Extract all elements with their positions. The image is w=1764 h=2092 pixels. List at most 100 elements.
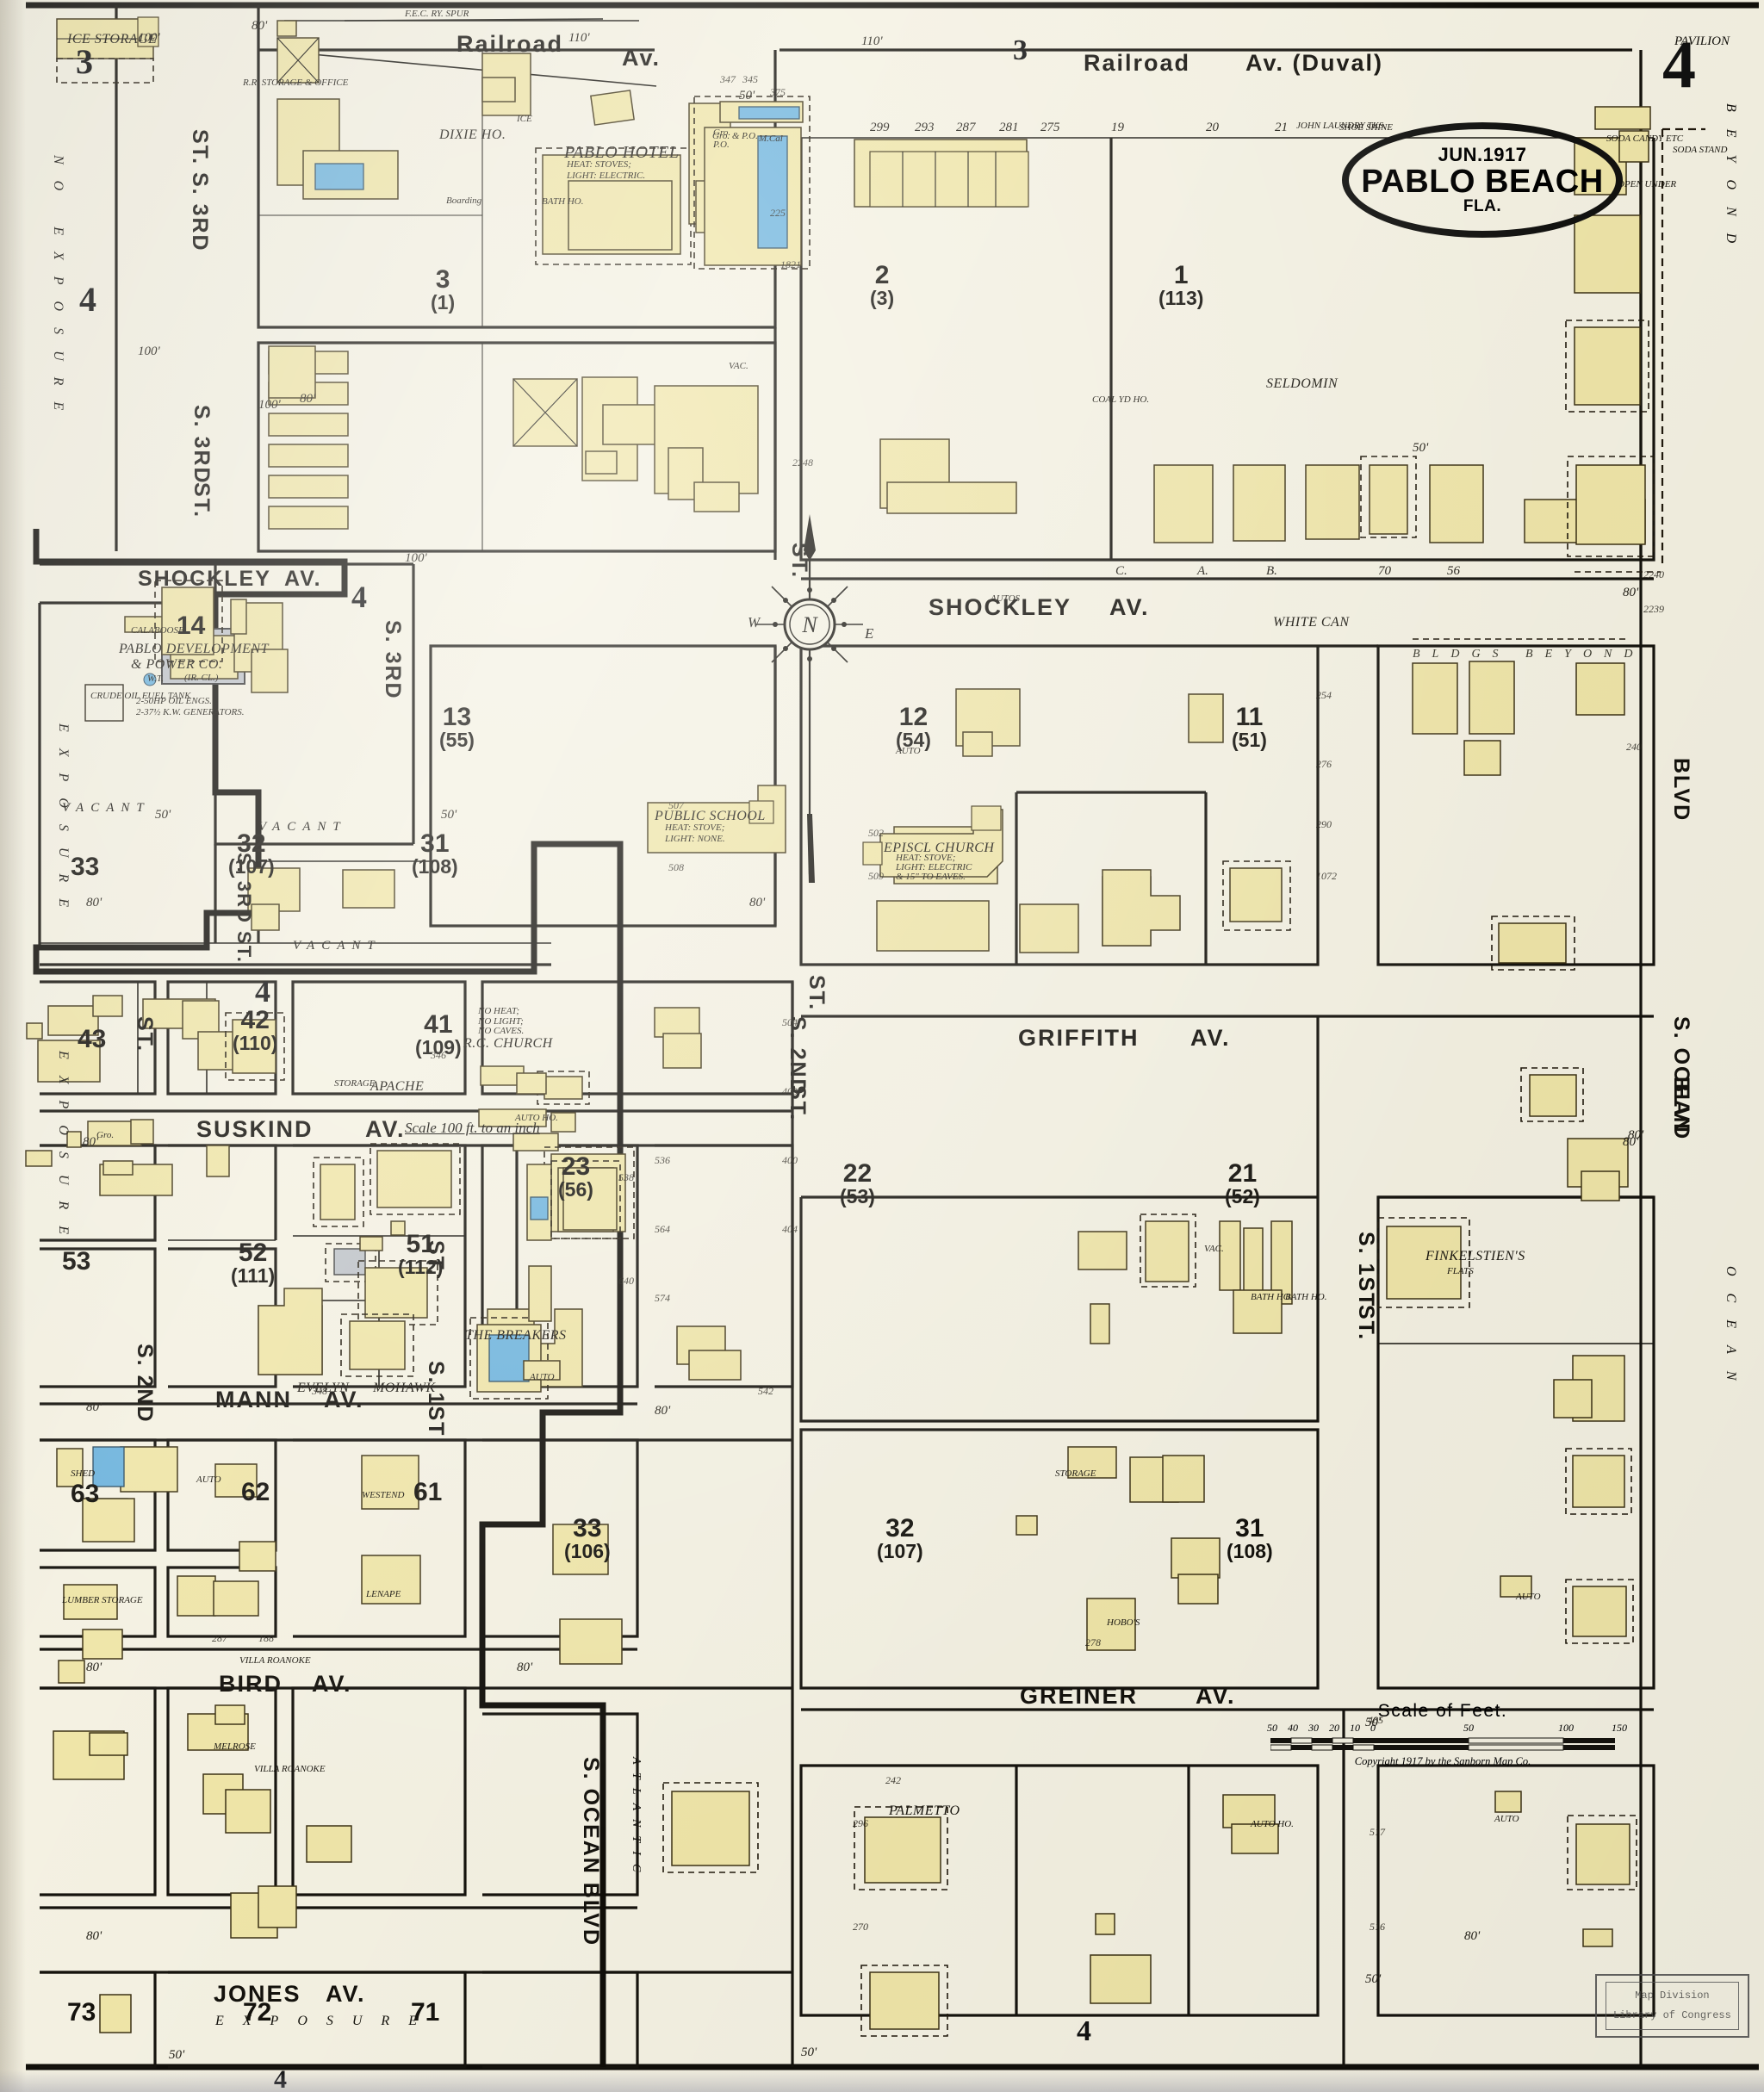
lot-dimension: 536 bbox=[655, 1154, 670, 1166]
block-number-alt: (109) bbox=[415, 1036, 462, 1058]
lot-dimension: 242 bbox=[885, 1774, 901, 1786]
street-bird-suffix: AV. bbox=[312, 1671, 352, 1697]
lot-number: 21 bbox=[1275, 121, 1288, 134]
building-label: EPISCL CHURCH bbox=[884, 841, 995, 855]
lot-dimension: 254 bbox=[1316, 689, 1332, 701]
building-label: R.R. STORAGE & OFFICE bbox=[243, 78, 349, 88]
block-number: 23(56) bbox=[558, 1154, 593, 1200]
block-number: 61 bbox=[413, 1480, 442, 1505]
building-label: ICE bbox=[517, 114, 532, 124]
block-number-alt: (107) bbox=[877, 1540, 923, 1562]
block-number-primary: 14 bbox=[177, 611, 206, 640]
sheet-number-main: 4 bbox=[1662, 27, 1696, 102]
building-label: CALABOOSE bbox=[131, 625, 184, 636]
sheet-number-tl-lower: 4 bbox=[79, 280, 96, 319]
block-number: 43 bbox=[78, 1027, 106, 1052]
label-vacant-b: VACANT bbox=[293, 939, 382, 953]
building-label: Gro. & P.O. bbox=[712, 131, 758, 141]
street-railroad-av: Railroad bbox=[457, 31, 564, 57]
street-shockley-left-suffix: AV. bbox=[284, 567, 322, 591]
lot-number: 281 bbox=[999, 121, 1019, 134]
block-number: 71 bbox=[411, 2000, 439, 2026]
dimension-label: 80' bbox=[252, 19, 268, 33]
block-number-alt: (112) bbox=[398, 1256, 444, 1278]
title-state: FLA. bbox=[1463, 197, 1502, 216]
label-exposure-bottom: EXPOSURE bbox=[215, 2014, 436, 2028]
dimension-label: 100' bbox=[405, 551, 427, 565]
lot-dimension: 400 bbox=[782, 1154, 798, 1166]
street-suskind: SUSKIND bbox=[196, 1116, 314, 1142]
block-number-alt: (106) bbox=[564, 1540, 611, 1562]
street-mann-suffix: AV. bbox=[324, 1387, 364, 1412]
block-number: 21(52) bbox=[1225, 1161, 1260, 1207]
building-label: JOHN LAUNDRY TKS. bbox=[1296, 121, 1387, 131]
dimension-label: 80' bbox=[86, 896, 102, 909]
block-number: 11(51) bbox=[1232, 705, 1267, 750]
lot-dimension: 2239 bbox=[1643, 603, 1664, 615]
lot-dimension: 290 bbox=[1316, 818, 1332, 830]
dimension-label: 80' bbox=[749, 896, 766, 909]
dimension-label: 80' bbox=[300, 392, 316, 406]
building-label: THE BREAKERS bbox=[465, 1328, 567, 1343]
block-number: 33 bbox=[71, 854, 99, 880]
lot-dimension: 517 bbox=[1370, 1826, 1385, 1838]
lot-dimension: 270 bbox=[853, 1921, 868, 1933]
block-number: 12(54) bbox=[896, 705, 931, 750]
scale-tick: 50 bbox=[1267, 1722, 1277, 1734]
block-number-primary: 62 bbox=[241, 1478, 270, 1506]
scale-bar-graphic bbox=[1270, 1737, 1615, 1751]
scale-tick: 150 bbox=[1612, 1722, 1627, 1734]
building-label: CRUDE OIL FUEL TANK bbox=[90, 691, 191, 701]
dimension-label: 50' bbox=[169, 2048, 185, 2062]
lot-dimension: 278 bbox=[1085, 1636, 1101, 1648]
street-jones-suffix: AV. bbox=[326, 1981, 366, 2007]
building-label: COAL YD HO. bbox=[1092, 394, 1150, 405]
block-number-primary: 23 bbox=[561, 1152, 591, 1181]
lot-number: 19 bbox=[1111, 121, 1124, 134]
building-label: VILLA ROANOKE bbox=[254, 1764, 326, 1774]
block-number: 13(55) bbox=[439, 705, 475, 750]
copyright-note: Copyright 1917 by the Sanborn Map Co. bbox=[1354, 1755, 1531, 1767]
sheet-number-top-center: 3 bbox=[1013, 34, 1028, 66]
building-label: PABLO DEVELOPMENT bbox=[119, 642, 269, 656]
building-label: NO HEAT; bbox=[478, 1006, 520, 1016]
building-label: AUTO HO. bbox=[515, 1113, 558, 1123]
lot-dimension: 538 bbox=[618, 1171, 634, 1183]
sheet-number-mid-c: 4 bbox=[274, 2065, 287, 2092]
compass-east-label: E bbox=[865, 625, 874, 642]
block-number-alt: (110) bbox=[233, 1032, 278, 1054]
street-railroad-av-suffix: Av. bbox=[622, 45, 662, 71]
building-label: HEAT: STOVE; bbox=[665, 823, 725, 833]
lot-number: 293 bbox=[915, 121, 935, 134]
lot-dimension: 1072 bbox=[1316, 870, 1337, 882]
dimension-label: 80' bbox=[1623, 586, 1639, 599]
building-label: Gro. bbox=[713, 127, 731, 138]
block-number-primary: 53 bbox=[62, 1247, 91, 1276]
building-label: STORAGE bbox=[334, 1078, 376, 1089]
building-label: WESTEND bbox=[362, 1490, 405, 1500]
building-label: R.C. CHURCH bbox=[463, 1036, 553, 1051]
block-number-primary: 51 bbox=[406, 1230, 435, 1258]
building-label: HEAT: STOVES; bbox=[567, 159, 631, 170]
lot-dimension: 404 bbox=[782, 1223, 798, 1235]
scale-tick: 20 bbox=[1329, 1722, 1339, 1734]
dimension-label: 50' bbox=[1365, 1972, 1382, 1986]
dimension-label: 80' bbox=[655, 1404, 671, 1418]
building-label: SHED bbox=[71, 1468, 96, 1479]
block-number: 42(110) bbox=[233, 1008, 277, 1053]
building-label: Gro. bbox=[96, 1130, 115, 1140]
lot-dimension: 296 bbox=[853, 1817, 868, 1829]
block-number-alt: (54) bbox=[896, 729, 931, 751]
block-number-alt: (1) bbox=[431, 291, 456, 313]
lot-dimension: 640 bbox=[618, 1275, 634, 1287]
street-griffith-suffix: AV. bbox=[1190, 1025, 1231, 1051]
block-number-alt: (51) bbox=[1232, 729, 1267, 751]
building-label: F.E.C. RY. SPUR bbox=[405, 9, 469, 19]
block-number-primary: 32 bbox=[885, 1514, 915, 1543]
label-bldgs-beyond: BLDGS BEYOND bbox=[1413, 648, 1645, 661]
lot-dimension: 287 bbox=[212, 1632, 227, 1644]
street-suskind-suffix: AV. bbox=[365, 1116, 406, 1142]
dimension-label: 80' bbox=[86, 1929, 102, 1943]
